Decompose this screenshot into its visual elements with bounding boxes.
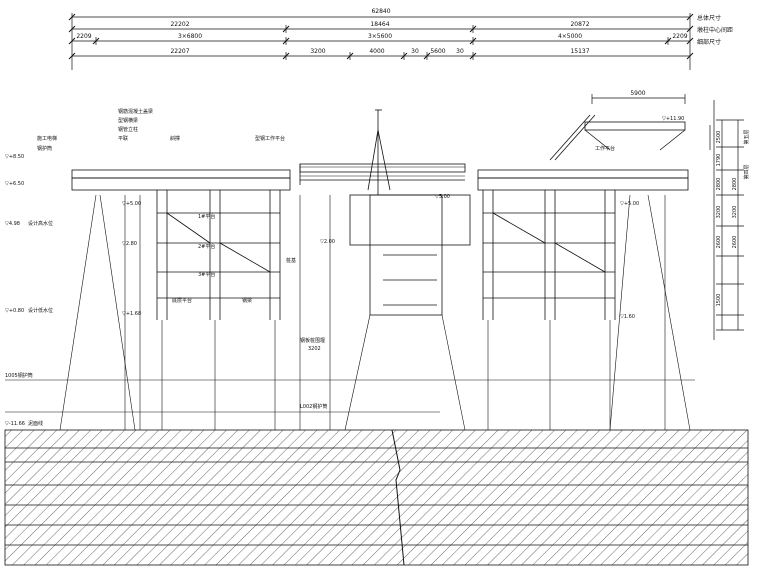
elev-3: ▽4.98 — [5, 221, 20, 227]
anno-5: 斜撑 — [170, 135, 180, 142]
elev-top-right: ▽+11.90 — [662, 116, 684, 122]
vdim-9: 1500 — [716, 294, 722, 307]
anno-13: 底层平台 — [172, 297, 192, 304]
left-elevation-labels: ▽+8.50 ▽+6.50 ▽4.98 ▽+0.80 ▽-11.66 设计高水位… — [5, 154, 53, 427]
dim-legend-1: 总体尺寸 — [697, 14, 721, 22]
dim-row3-g: 15137 — [570, 48, 589, 55]
dim-row3-c: 4000 — [369, 48, 384, 55]
dim-overall: 62840 — [371, 8, 390, 15]
anno-12: 桩基 — [286, 257, 296, 264]
dim-row2-b: 3×6800 — [178, 33, 202, 40]
vdim-7: 2600 — [716, 236, 722, 249]
anno-7: 施工电梯 — [37, 135, 57, 142]
anno-2: 型钢横梁 — [118, 117, 138, 124]
vdim-3: 2800 — [716, 178, 722, 191]
dim-row1-b: 18464 — [370, 21, 389, 28]
dim-row3-f: 30 — [456, 48, 464, 55]
anno-6: 型钢工作平台 — [255, 135, 285, 142]
piles — [59, 194, 691, 431]
anno-1: 钢筋混凝土盖梁 — [118, 108, 153, 115]
elev-mud: ▽-11.66 — [5, 421, 25, 427]
left-label-1: 设计高水位 — [28, 220, 53, 227]
elev-mid-1: ▽+5.00 — [122, 201, 141, 207]
dim-row3-d: 30 — [411, 48, 419, 55]
elev-mid-6: ▽+5.00 — [620, 201, 639, 207]
anno-14: 钢梁 — [242, 297, 252, 304]
dim-row2-e: 2209 — [672, 33, 687, 40]
right-frame — [482, 190, 616, 320]
dim-row3-a: 22207 — [170, 48, 189, 55]
vertical-dimension-labels: 2500 1790 2800 2800 3200 3200 2600 2600 … — [716, 129, 750, 306]
anno-8: 钢护筒 — [37, 145, 52, 152]
annotations: 钢筋混凝土盖梁 型钢横梁 钢管立柱 平联 斜撑 型钢工作平台 施工电梯 钢护筒 … — [5, 108, 615, 410]
vdim-5: 3200 — [716, 206, 722, 219]
anno-18: L002钢护筒 — [300, 403, 327, 410]
elev-mid-2: ▽2.80 — [122, 241, 137, 247]
dim-row1-a: 22202 — [170, 21, 189, 28]
elev-mid-3: ▽+1.68 — [122, 311, 141, 317]
vdim-4: 2800 — [732, 178, 738, 191]
elev-mid-4: ▽2.00 — [320, 239, 335, 245]
vdim-6: 3200 — [732, 206, 738, 219]
dim-top-right: 5900 — [630, 90, 645, 97]
left-frame — [156, 190, 281, 320]
dim-row2-d: 4×5000 — [558, 33, 582, 40]
anno-11: 3#平台 — [198, 271, 215, 278]
vdim-label-2: 第四层 — [743, 164, 750, 179]
anno-16: 3202 — [308, 346, 321, 352]
anno-17: 1005钢护筒 — [5, 372, 33, 379]
elev-2: ▽+6.50 — [5, 181, 24, 187]
dim-row2-c: 3×5600 — [368, 33, 392, 40]
mudline — [5, 379, 695, 413]
dim-legend-2: 墩柱中心间距 — [697, 26, 733, 34]
soil-layers — [4, 429, 749, 566]
vdim-label-1: 第五层 — [743, 129, 750, 144]
anno-3: 钢管立柱 — [118, 126, 138, 133]
dim-row1-c: 20872 — [570, 21, 589, 28]
vdim-8: 2600 — [732, 236, 738, 249]
mid-elevation-labels: ▽+5.00 ▽2.80 ▽+1.68 ▽2.00 ▽5.00 ▽+5.00 ▽… — [122, 116, 684, 320]
anno-9: 1#平台 — [198, 213, 215, 220]
elev-1: ▽+8.50 — [5, 154, 24, 160]
top-right-dimension — [591, 94, 686, 104]
vdim-2: 1790 — [716, 154, 722, 167]
deck-structure — [71, 109, 689, 316]
anno-10: 2#平台 — [198, 243, 215, 250]
vertical-dimension-chain — [709, 100, 744, 340]
dim-row2-a: 2209 — [76, 33, 91, 40]
anno-19: 工作平台 — [595, 145, 615, 152]
anno-15: 钢板桩围堰 — [300, 337, 325, 344]
dim-legend-3: 细部尺寸 — [697, 38, 721, 46]
elev-mid-5: ▽5.00 — [435, 194, 450, 200]
dim-row3-e: 5600 — [430, 48, 445, 55]
anno-4: 平联 — [118, 135, 128, 142]
vdim-1: 2500 — [716, 131, 722, 144]
dim-row3-b: 3200 — [310, 48, 325, 55]
left-label-2: 设计低水位 — [28, 307, 53, 314]
dimension-chain — [68, 13, 694, 70]
elev-mid-7: ▽1.60 — [620, 314, 635, 320]
deck-railing — [300, 166, 465, 177]
elev-4: ▽+0.80 — [5, 308, 24, 314]
left-label-3: 泥面线 — [28, 420, 43, 427]
